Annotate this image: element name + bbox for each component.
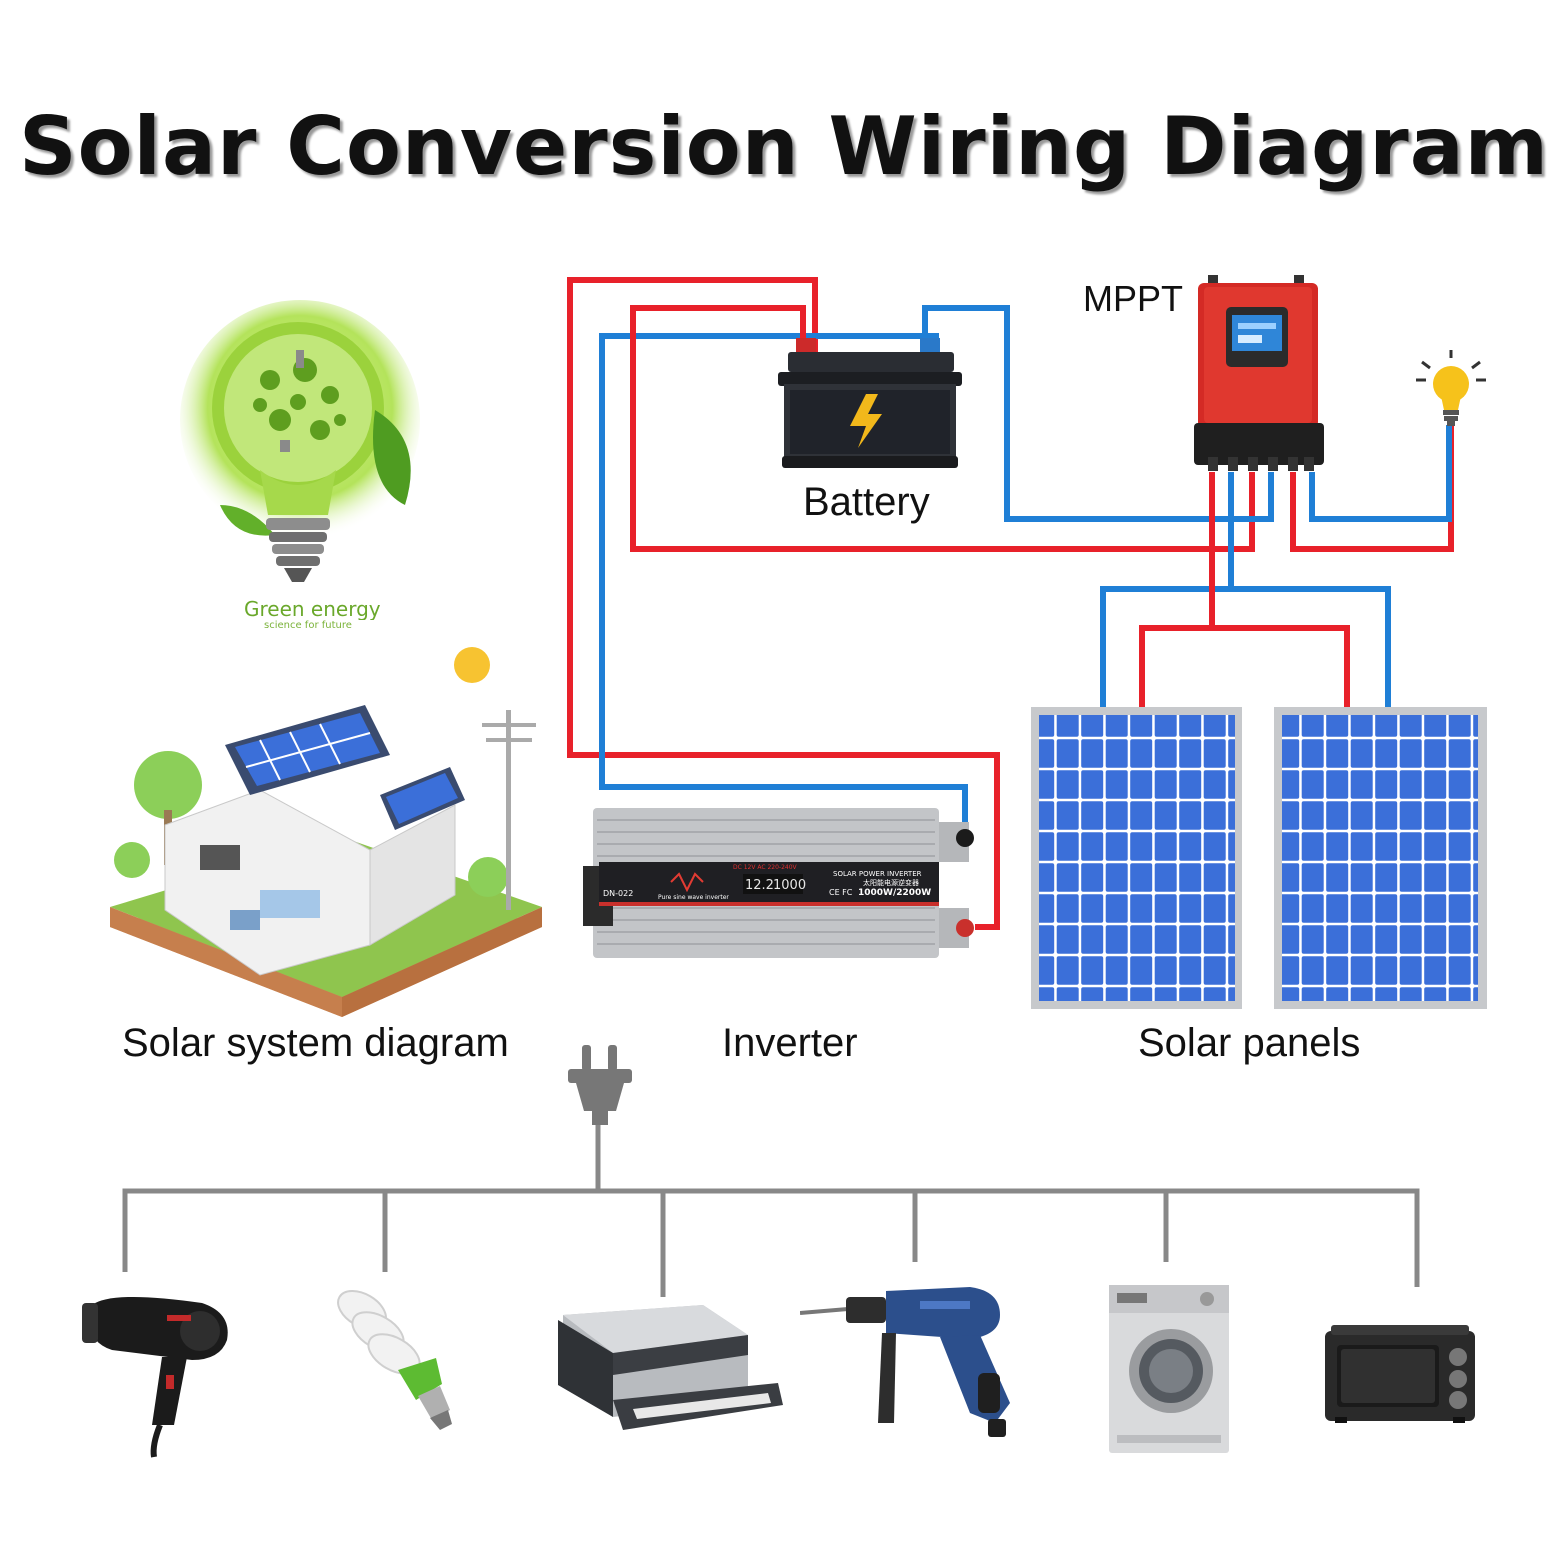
wire-battery-mppt-negative bbox=[922, 305, 1274, 522]
mppt-controller-icon bbox=[1194, 275, 1324, 475]
washing-machine-icon bbox=[1109, 1285, 1231, 1453]
inverter-cert: CE FC bbox=[829, 888, 853, 897]
solar-panels-group bbox=[1031, 707, 1487, 1009]
inverter-brand-cn: 太阳能电源逆变器 bbox=[863, 878, 919, 887]
battery-icon bbox=[778, 338, 964, 472]
inverter-spec: DC 12V AC 220-240V bbox=[733, 864, 798, 871]
solar-panel-icon bbox=[1031, 707, 1242, 1009]
green-energy-bulb-icon: Green energy science for future bbox=[180, 290, 440, 631]
wire-battery-inverter-positive bbox=[567, 277, 1000, 930]
hair-dryer-icon bbox=[82, 1285, 232, 1460]
load-bus-line bbox=[122, 1125, 1420, 1297]
battery-label: Battery bbox=[803, 480, 930, 524]
wire-mppt-panels-negative bbox=[1100, 472, 1391, 707]
inverter-reading-voltage: 12.2 bbox=[745, 878, 774, 893]
inverter-icon: 12.2 1000 DN-022 DC 12V AC 220-240V Pure… bbox=[583, 808, 983, 958]
inverter-reading-watt: 1000 bbox=[773, 878, 806, 893]
drill-icon bbox=[800, 1283, 1025, 1448]
inverter-rating: 1000W/2200W bbox=[858, 888, 931, 898]
cfl-bulb-icon bbox=[320, 1288, 460, 1433]
inverter-label: Inverter bbox=[722, 1021, 858, 1065]
plug-icon bbox=[568, 1045, 632, 1129]
solar-house-icon bbox=[110, 645, 550, 1025]
logo-tagline: science for future bbox=[264, 620, 352, 631]
solar-panel-icon bbox=[1274, 707, 1487, 1009]
wire-battery-mppt-positive bbox=[630, 305, 1255, 552]
mppt-label: MPPT bbox=[1083, 278, 1184, 319]
page-title: Solar Conversion Wiring Diagram bbox=[18, 100, 1550, 193]
logo-text: Green energy bbox=[244, 597, 381, 620]
solar-system-label: Solar system diagram bbox=[122, 1021, 509, 1065]
wire-mppt-light-negative bbox=[1309, 425, 1452, 522]
light-bulb-icon bbox=[1414, 350, 1488, 430]
solar-panels-label: Solar panels bbox=[1138, 1021, 1361, 1065]
inverter-type: Pure sine wave inverter bbox=[658, 894, 729, 901]
inverter-model: DN-022 bbox=[603, 889, 633, 898]
microwave-oven-icon bbox=[1325, 1325, 1480, 1425]
wire-mppt-panels-positive bbox=[1139, 472, 1350, 707]
printer-icon bbox=[553, 1305, 785, 1450]
inverter-brand: SOLAR POWER INVERTER bbox=[833, 870, 922, 878]
